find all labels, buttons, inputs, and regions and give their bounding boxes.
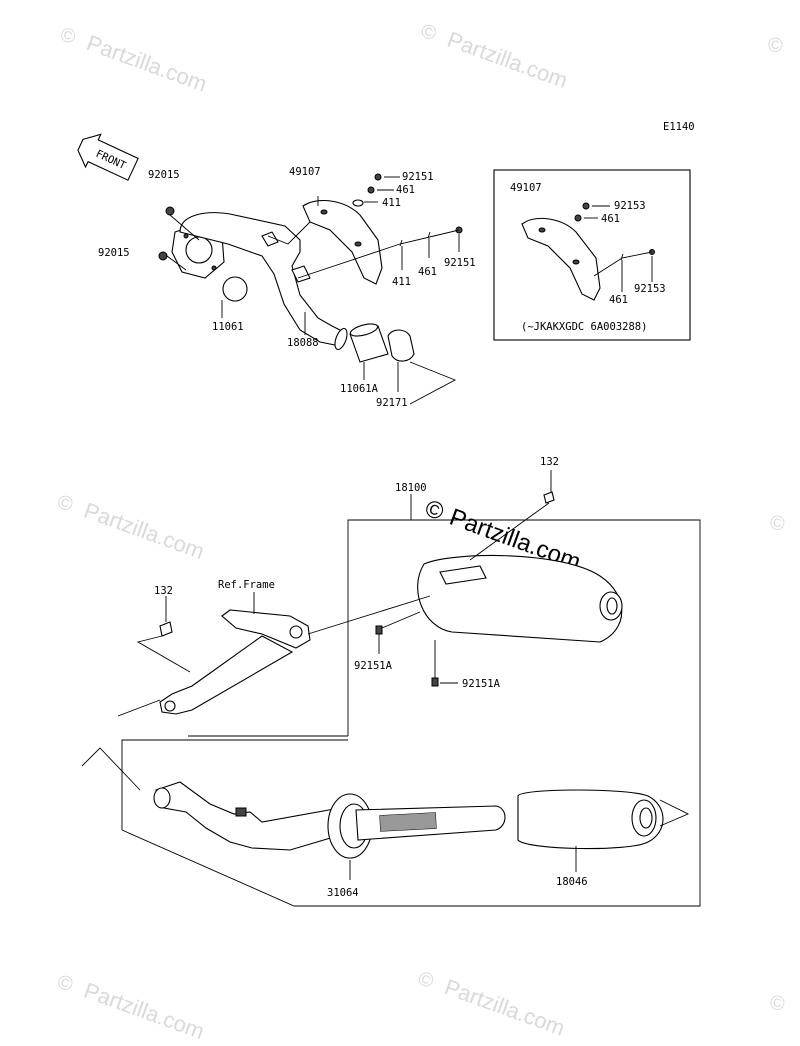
- svg-text:©: ©: [418, 20, 440, 46]
- watermark-mid-left: © Partzilla.com: [54, 491, 208, 565]
- inset-callout-92153-bot: 92153: [634, 283, 666, 295]
- inset-callout-461-top: 461: [601, 213, 620, 225]
- inset-box: [493, 169, 691, 341]
- muffler-bracket: [439, 565, 487, 585]
- inset-callout-92153-top: 92153: [614, 200, 646, 212]
- svg-text:Partzilla.com: Partzilla.com: [83, 30, 210, 97]
- muffler-inlet-pipe: [155, 781, 345, 851]
- callout-132-right: 132: [540, 456, 559, 468]
- svg-text:©: ©: [57, 23, 79, 49]
- inset-callout-461-bot: 461: [609, 294, 628, 306]
- callout-31064: 31064: [327, 887, 359, 899]
- callout-18046: 18046: [556, 876, 588, 888]
- header-pipe: [179, 212, 345, 347]
- bolt-92151A-left: [375, 625, 383, 635]
- watermark-bottom-left: © Partzilla.com: [54, 971, 208, 1045]
- ref-frame: [221, 609, 311, 649]
- svg-text:Partzilla.com: Partzilla.com: [441, 974, 568, 1041]
- callout-461-bot: 461: [418, 266, 437, 278]
- svg-text:Partzilla.com: Partzilla.com: [81, 498, 208, 565]
- inset-heat-guard-49107: [521, 217, 601, 301]
- svg-text:©: ©: [768, 35, 783, 57]
- watermark-bottom-center: © Partzilla.com: [415, 967, 568, 1041]
- watermark-bottom-right: ©: [770, 993, 785, 1015]
- muffler-assembly: [81, 470, 701, 907]
- collar-411-bot: [399, 239, 403, 247]
- watermark-top-right: ©: [768, 35, 783, 57]
- callout-411-bot: 411: [392, 276, 411, 288]
- bolt-92151A-right: [431, 677, 439, 687]
- svg-text:Partzilla.com: Partzilla.com: [444, 27, 571, 94]
- callout-132-left: 132: [154, 585, 173, 597]
- callout-92151A-left: 92151A: [354, 660, 393, 672]
- callout-92015-top: 92015: [148, 169, 180, 181]
- flange-port: [185, 236, 213, 264]
- header-pipe-assembly: [158, 173, 463, 405]
- svg-text:©: ©: [770, 993, 785, 1015]
- svg-text:©: ©: [415, 967, 437, 993]
- front-arrow: FRONT: [77, 133, 139, 181]
- collar-411-top: [352, 199, 364, 207]
- inset-washer-461-top: [574, 214, 582, 222]
- nut-92015-mid: [158, 251, 168, 261]
- bolt-132-right: [543, 491, 555, 504]
- callout-92151A-right: 92151A: [462, 678, 501, 690]
- watermark-top-left: © Partzilla.com: [57, 23, 210, 97]
- clamp-92171: [387, 329, 415, 362]
- svg-text:©: ©: [54, 491, 76, 517]
- callout-92171: 92171: [376, 397, 408, 409]
- gasket-ring-11061: [222, 276, 248, 302]
- muffler-18100: [417, 554, 623, 643]
- diagram-code: E1140: [663, 121, 695, 133]
- watermark-mid-right: ©: [770, 513, 785, 535]
- heat-guard-49107: [302, 200, 383, 285]
- callout-18088: 18088: [287, 337, 319, 349]
- inset-washer-461-bot: [620, 253, 624, 261]
- svg-text:Partzilla.com: Partzilla.com: [81, 978, 208, 1045]
- ref-frame-label: Ref.Frame: [218, 579, 275, 591]
- watermark-top-center: © Partzilla.com: [418, 20, 571, 94]
- callout-49107-main: 49107: [289, 166, 321, 178]
- callout-411-top: 411: [382, 197, 401, 209]
- svg-text:©: ©: [54, 971, 76, 997]
- svg-text:©: ©: [421, 495, 447, 527]
- svg-text:©: ©: [770, 513, 785, 535]
- callout-18100: 18100: [395, 482, 427, 494]
- bolt-92151-top: [374, 173, 382, 181]
- nut-92015-top: [165, 206, 175, 216]
- callout-92151-top: 92151: [402, 171, 434, 183]
- silencer-18046: [517, 789, 664, 850]
- washer-461-top: [367, 186, 375, 194]
- callout-11061A: 11061A: [340, 383, 379, 395]
- callout-11061: 11061: [212, 321, 244, 333]
- inset-note: (~JKAKXGDC 6A003288): [521, 321, 647, 333]
- ref-frame-lower: [159, 635, 294, 715]
- callout-92151-bot: 92151: [444, 257, 476, 269]
- inset-bolt-92153-top: [582, 202, 590, 210]
- callout-92015-mid: 92015: [98, 247, 130, 259]
- callout-461-top: 461: [396, 184, 415, 196]
- inset-callout-49107: 49107: [510, 182, 542, 194]
- bolt-132-left: [159, 621, 173, 637]
